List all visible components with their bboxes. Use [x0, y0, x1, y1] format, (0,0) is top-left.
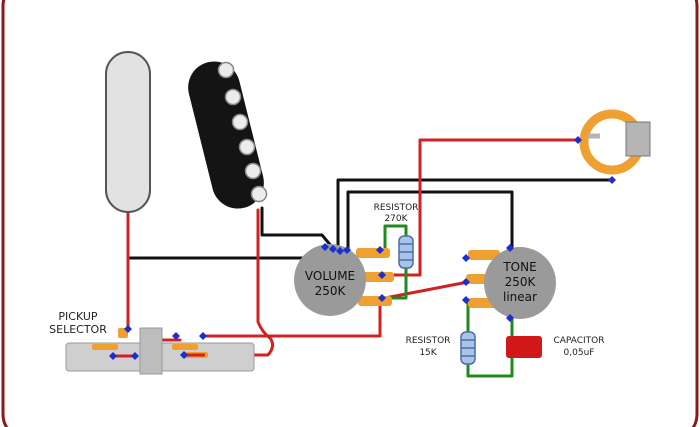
resistor-270k-label: RESISTOR	[374, 203, 419, 213]
tone-label: TONE	[502, 260, 536, 274]
wire-jack-ground	[336, 178, 614, 252]
wire-volume-tone	[383, 280, 470, 300]
pickup-single-coil	[105, 51, 151, 213]
pickup-black-coil	[188, 61, 268, 209]
wire-tone-ground	[346, 190, 514, 252]
tone-taper: linear	[503, 290, 537, 304]
tone-value: 250K	[505, 275, 537, 289]
volume-label: VOLUME	[305, 269, 355, 283]
tone-knob	[484, 247, 556, 319]
selector-lever	[139, 327, 163, 375]
resistor-270k-value: 270K	[384, 214, 408, 224]
resistor-15k-label: RESISTOR	[406, 336, 451, 346]
volume-pot: VOLUME 250K	[294, 244, 394, 316]
capacitor-label: CAPACITOR	[553, 336, 604, 346]
wire-output-jack	[383, 138, 580, 277]
solder-points	[109, 136, 616, 360]
wire-pickup2-ground	[260, 206, 334, 249]
pickup-pole-pieces	[217, 61, 268, 203]
capacitor	[506, 336, 542, 358]
resistor-270k	[398, 235, 414, 269]
capacitor-value: 0,05uF	[564, 348, 595, 358]
volume-value: 250K	[315, 284, 347, 298]
volume-knob	[294, 244, 366, 316]
resistor-15k	[460, 331, 476, 365]
wire-pickup2-hot	[182, 208, 275, 357]
pickup-selector-label-2: SELECTOR	[49, 323, 107, 336]
resistor-15k-value: 15K	[419, 348, 437, 358]
wire-selector-volume	[203, 300, 382, 338]
pickup-selector-switch	[65, 327, 255, 375]
output-jack	[579, 109, 651, 175]
pickup-selector-label: PICKUP	[58, 310, 98, 323]
tone-pot: TONE 250K linear	[466, 247, 556, 319]
